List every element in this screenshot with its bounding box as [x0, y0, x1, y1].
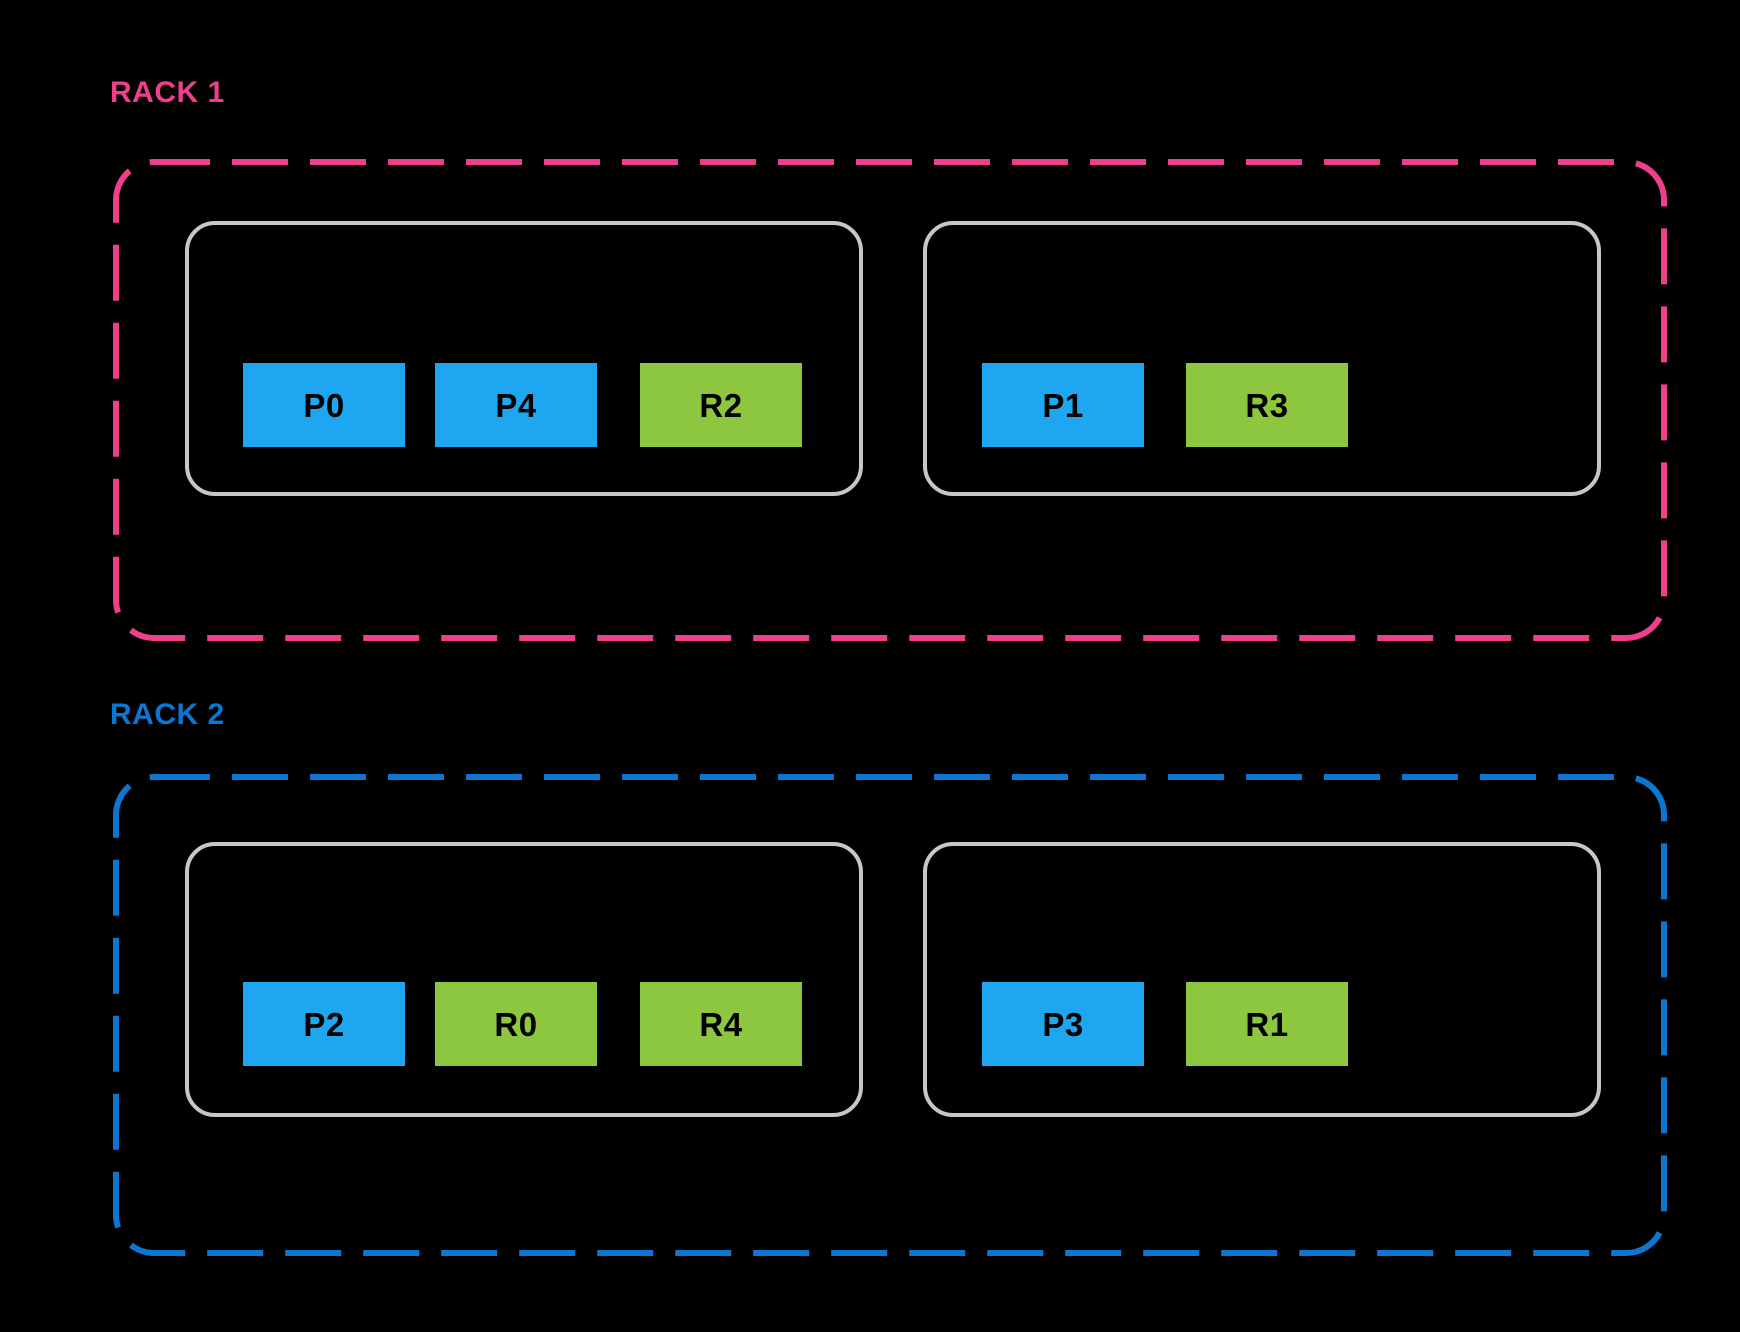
node-box-rack2-node2[interactable]	[923, 842, 1601, 1117]
node-box-rack2-node1[interactable]	[185, 842, 863, 1117]
partition-block-p3[interactable]: P3	[982, 982, 1144, 1066]
partition-block-p1[interactable]: P1	[982, 363, 1144, 447]
replica-block-r2[interactable]: R2	[640, 363, 802, 447]
node-box-rack1-node2[interactable]	[923, 221, 1601, 496]
partition-block-p4[interactable]: P4	[435, 363, 597, 447]
node-box-rack1-node1[interactable]	[185, 221, 863, 496]
rack-label-1: RACK 1	[110, 76, 225, 109]
partition-block-p2[interactable]: P2	[243, 982, 405, 1066]
replica-block-r4[interactable]: R4	[640, 982, 802, 1066]
replica-block-r1[interactable]: R1	[1186, 982, 1348, 1066]
rack-boundary-1	[113, 159, 1667, 641]
replica-block-r0[interactable]: R0	[435, 982, 597, 1066]
replica-block-r3[interactable]: R3	[1186, 363, 1348, 447]
rack-label-2: RACK 2	[110, 698, 225, 731]
rack-boundary-2	[113, 774, 1667, 1256]
partition-block-p0[interactable]: P0	[243, 363, 405, 447]
